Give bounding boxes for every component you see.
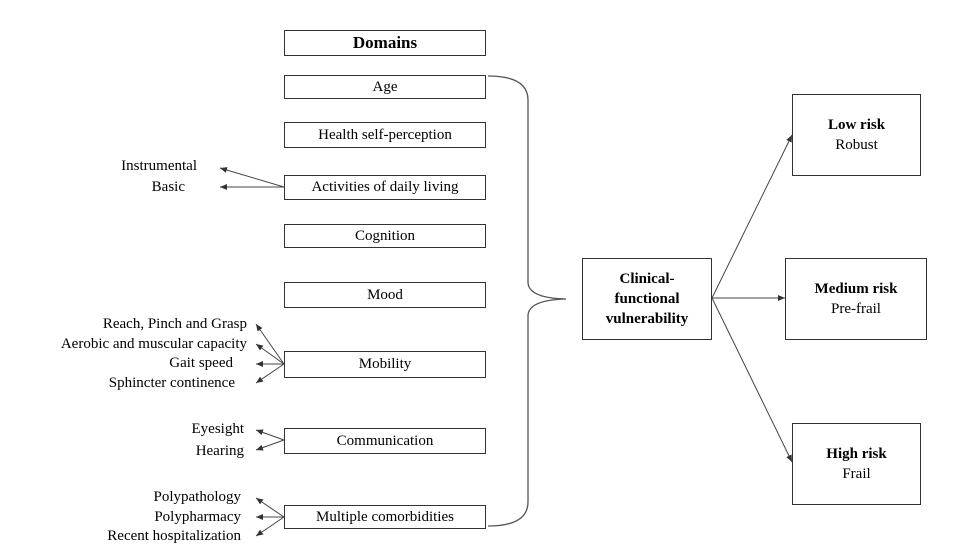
arrow-reach <box>255 323 285 365</box>
clinical-functional-vulnerability-box: Clinical- functional vulnerability <box>582 258 712 340</box>
subitem-aerobic-muscular-capacity: Aerobic and muscular capacity <box>60 336 247 352</box>
center-line-2: functional <box>614 291 680 307</box>
domain-box-mood: Mood <box>284 282 486 308</box>
center-line-1: Clinical- <box>619 271 675 287</box>
outcome-risk-medium: Medium risk <box>814 281 898 297</box>
subitem-basic: Basic <box>151 179 185 195</box>
arrow-low-risk <box>711 134 793 299</box>
outcome-status-robust: Robust <box>835 137 878 153</box>
domains-header: Domains <box>284 30 486 56</box>
arrow-eyesight <box>255 429 285 441</box>
domain-box-communication: Communication <box>284 428 486 454</box>
subitem-polypharmacy: Polypharmacy <box>154 509 241 525</box>
arrow-high-risk <box>711 297 793 463</box>
subitem-eyesight: Eyesight <box>191 421 245 437</box>
outcome-box-medium-risk: Medium risk Pre-frail <box>785 258 927 340</box>
subitem-instrumental: Instrumental <box>121 158 197 174</box>
domains-brace <box>487 75 567 527</box>
domain-box-multiple-comorbidities: Multiple comorbidities <box>284 505 486 529</box>
arrow-sphincter <box>255 363 285 384</box>
domain-box-age: Age <box>284 75 486 99</box>
arrow-polypathology <box>255 497 285 518</box>
subitem-polypathology: Polypathology <box>153 489 241 505</box>
outcome-risk-high: High risk <box>826 446 887 462</box>
subitem-reach-pinch-grasp: Reach, Pinch and Grasp <box>102 316 247 332</box>
outcome-risk-low: Low risk <box>827 117 886 133</box>
arrow-instrumental <box>219 167 285 188</box>
subitem-gait-speed: Gait speed <box>169 355 233 371</box>
domain-box-health-self-perception: Health self-perception <box>284 122 486 148</box>
domain-box-cognition: Cognition <box>284 224 486 248</box>
arrow-recent-hospitalization <box>255 516 285 537</box>
domain-box-activities-of-daily-living: Activities of daily living <box>284 175 486 200</box>
outcome-status-frail: Frail <box>842 466 871 482</box>
outcome-box-low-risk: Low risk Robust <box>792 94 921 176</box>
subitem-sphincter-continence: Sphincter continence <box>108 375 235 391</box>
subitem-hearing: Hearing <box>195 443 244 459</box>
arrow-aerobic <box>255 343 285 365</box>
domain-box-mobility: Mobility <box>284 351 486 378</box>
outcome-box-high-risk: High risk Frail <box>792 423 921 505</box>
outcome-status-pre-frail: Pre-frail <box>831 301 881 317</box>
subitem-recent-hospitalization: Recent hospitalization <box>107 528 241 544</box>
arrow-hearing <box>255 439 285 451</box>
center-line-3: vulnerability <box>605 311 689 327</box>
